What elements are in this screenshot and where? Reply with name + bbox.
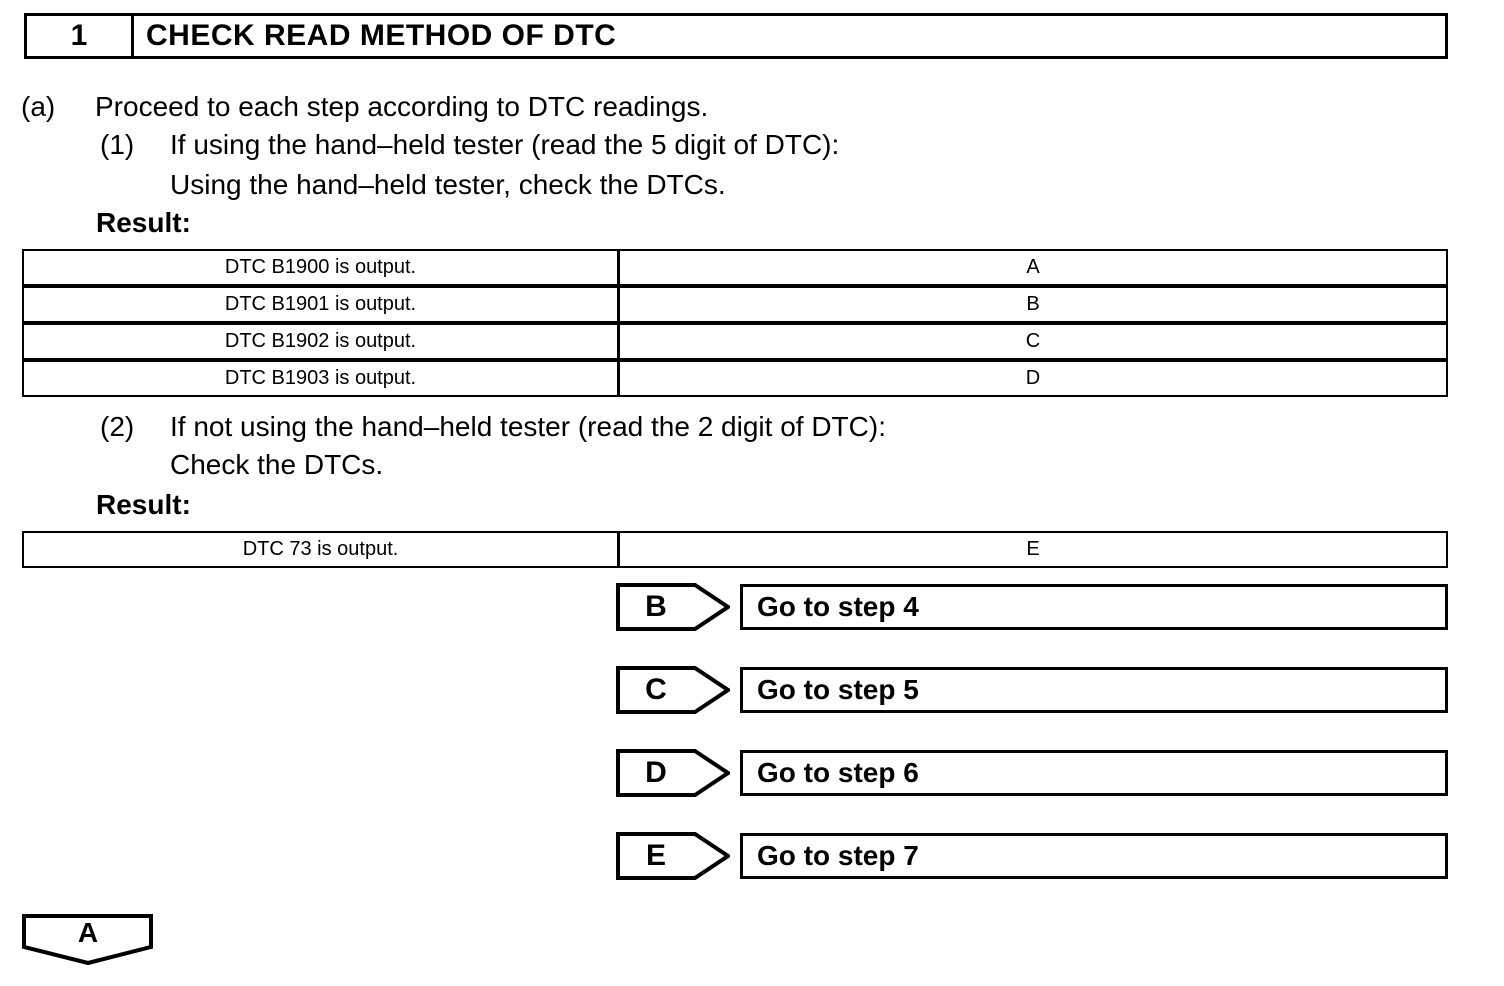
- proceed-cell: E: [1026, 538, 1040, 560]
- connector-banner-icon: [22, 914, 153, 966]
- connector-letter: A: [77, 917, 99, 948]
- continue-connector-a: A: [22, 914, 154, 966]
- result-table-1: DTC B1900 is output. A DTC B1901 is outp…: [22, 249, 1448, 397]
- condition-cell: DTC B1903 is output.: [24, 362, 620, 395]
- sub-1-label: (1): [100, 129, 135, 160]
- proceed-cell: D: [1025, 367, 1041, 389]
- condition-cell: DTC B1901 is output.: [24, 288, 620, 321]
- sub-2-text-2: Check the DTCs.: [170, 449, 384, 480]
- step-title: CHECK READ METHOD OF DTC: [146, 19, 617, 52]
- result-table-2: DTC 73 is output. E: [22, 531, 1448, 568]
- branch-pointer-icon: [616, 666, 730, 714]
- branch-letter: E: [645, 839, 666, 872]
- branch-row-d: D Go to step 6: [616, 749, 1448, 797]
- branch-row-c: C Go to step 5: [616, 666, 1448, 714]
- table-row: DTC B1900 is output. A: [22, 249, 1448, 286]
- table-row: DTC B1902 is output. C: [22, 323, 1448, 360]
- table-row: DTC 73 is output. E: [22, 531, 1448, 568]
- branch-row-b: B Go to step 4: [616, 583, 1448, 631]
- branch-row-e: E Go to step 7: [616, 832, 1448, 880]
- branch-letter: D: [645, 756, 667, 789]
- branch-action: Go to step 5: [740, 667, 1448, 713]
- step-number: 1: [27, 16, 134, 56]
- sub-1-text-2: Using the hand–held tester, check the DT…: [170, 169, 726, 200]
- branch-letter: B: [645, 590, 667, 623]
- condition-cell: DTC 73 is output.: [24, 533, 620, 566]
- step-header: 1 CHECK READ METHOD OF DTC: [24, 13, 1448, 59]
- branch-letter: C: [645, 673, 667, 706]
- branch-pointer-icon: [616, 832, 730, 880]
- table-row: DTC B1901 is output. B: [22, 286, 1448, 323]
- branch-action: Go to step 4: [740, 584, 1448, 630]
- branch-action: Go to step 6: [740, 750, 1448, 796]
- proceed-cell: B: [1026, 293, 1040, 315]
- item-a-label: (a): [21, 91, 56, 122]
- result-1-label: Result:: [96, 207, 191, 238]
- condition-cell: DTC B1900 is output.: [24, 251, 620, 284]
- proceed-cell: A: [1026, 256, 1040, 278]
- sub-2-text: If not using the hand–held tester (read …: [170, 411, 886, 442]
- result-2-label: Result:: [96, 489, 191, 520]
- sub-1-text: If using the hand–held tester (read the …: [170, 129, 840, 160]
- condition-cell: DTC B1902 is output.: [24, 325, 620, 358]
- proceed-cell: C: [1025, 330, 1041, 352]
- item-a-text: Proceed to each step according to DTC re…: [95, 91, 709, 122]
- branch-pointer-icon: [616, 749, 730, 797]
- branch-action: Go to step 7: [740, 833, 1448, 879]
- table-row: DTC B1903 is output. D: [22, 360, 1448, 397]
- branch-pointer-icon: [616, 583, 730, 631]
- sub-2-label: (2): [100, 411, 135, 442]
